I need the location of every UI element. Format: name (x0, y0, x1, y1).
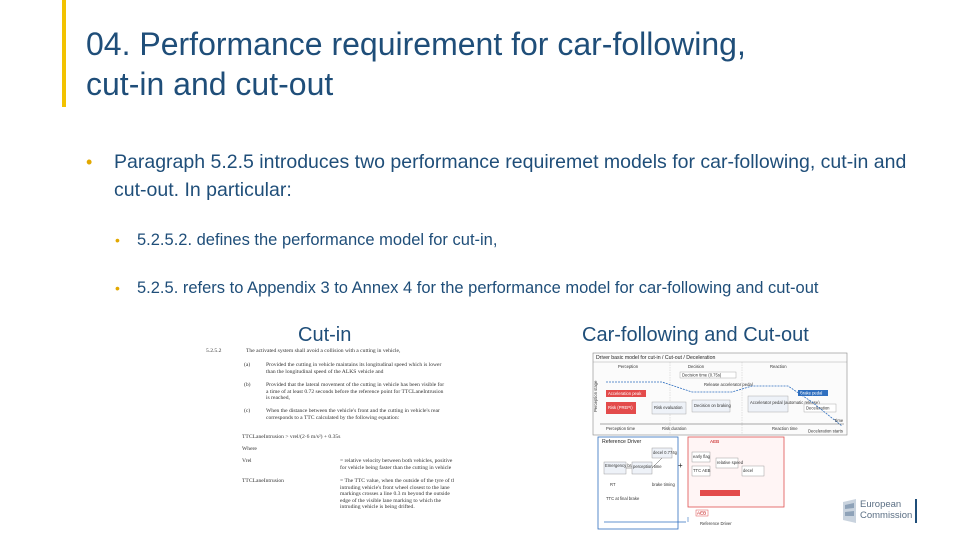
decel-starts-label: Deceleration starts (808, 429, 843, 434)
label-car-following: Car-following and Cut-out (582, 324, 809, 346)
aeb-node-1 (691, 451, 711, 463)
bullet-dot-icon: • (115, 280, 120, 296)
reference-driver-title: Reference Driver (602, 439, 641, 445)
node-perception-text: perception time (633, 464, 662, 469)
box-risk (606, 402, 636, 414)
diagram-header: Driver basic model for cut-in / Cut-out … (596, 355, 715, 361)
box-accelerator (747, 395, 789, 413)
item-text: Provided the cutting in vehicle maintain… (266, 362, 442, 375)
driver-model-svg: Driver basic model for cut-in / Cut-out … (592, 352, 848, 530)
aeb-bar (700, 490, 740, 496)
def-term: Vrel (242, 458, 252, 464)
box-acceleration-peak (606, 390, 646, 397)
item-id: (c) (244, 408, 251, 414)
def-term: TTCLaneIntrusion (242, 478, 284, 484)
aeb-node-4 (741, 465, 765, 477)
ec-logo-divider (915, 499, 917, 523)
title-accent-bar (62, 0, 66, 107)
bullet-dot-icon: • (86, 152, 93, 172)
item-id: (b) (244, 382, 251, 388)
plus-sign: + (678, 461, 683, 470)
aeb-node-2-text: TTC AEB (693, 468, 711, 473)
risk-duration-label: Risk duration (662, 426, 687, 431)
reaction-time-label: Reaction time (772, 426, 798, 431)
driver-model-diagram: Driver basic model for cut-in / Cut-out … (592, 352, 850, 532)
ec-logo-line-2: Commission (860, 510, 913, 521)
bullet-dot-icon: • (115, 232, 120, 248)
european-commission-logo: European Commission (840, 497, 920, 527)
box-deceleration-text: Deceleration (806, 406, 830, 411)
aeb-output (695, 509, 709, 517)
aeb-title: AEB (710, 439, 719, 444)
def-text: = relative velocity between both vehicle… (340, 458, 453, 471)
ec-logo-text: European Commission (860, 499, 912, 521)
main-bullet: • Paragraph 5.2.5 introduces two perform… (86, 148, 914, 204)
ttc-equation: TTCLaneIntrusion > vrel/(2·6 m/s²) + 0.3… (242, 434, 341, 440)
label-cut-in: Cut-in (298, 324, 352, 346)
aeb-node-3 (715, 457, 739, 469)
decision-time-box (679, 371, 737, 379)
main-bullet-text: Paragraph 5.2.5 introduces two performan… (114, 151, 907, 201)
col-decision: Decision (688, 364, 705, 369)
item-c: (c) When the distance between the vehicl… (244, 408, 446, 428)
ref-driver-label: Reference Driver (700, 521, 732, 526)
release-label: Release accelerator pedal (704, 382, 753, 387)
box-accelerator-text: Accelerator pedal (automatic release) (750, 400, 820, 405)
ec-emblem-icon (843, 499, 856, 523)
box-risk-eval (651, 401, 687, 415)
cutin-regulation-excerpt: 5.2.5.2 The activated system shall avoid… (202, 346, 454, 526)
item-text: When the distance between the vehicle's … (266, 408, 440, 421)
velocity-curve (606, 381, 843, 427)
aeb-output-text: AEB (697, 511, 706, 516)
node-rt-text: RT (610, 482, 616, 487)
def-ttc: TTCLaneIntrusion = The TTC value, when t… (242, 478, 454, 524)
y-axis-label: Perception stage (593, 380, 598, 412)
box-risk-text: Risk (PREPI) (608, 405, 633, 410)
def-vrel: Vrel = relative velocity between both ve… (242, 458, 454, 478)
box-decision (691, 399, 731, 413)
node-ttc-text: TTC at final brake (606, 496, 640, 501)
aeb-node-2 (691, 465, 711, 477)
perception-time-label: Perception time (606, 426, 636, 431)
sub-bullet-1: • 5.2.5.2. defines the performance model… (115, 229, 897, 251)
item-text: Provided that the lateral movement of th… (266, 382, 445, 402)
para-intro: The activated system shall avoid a colli… (246, 348, 401, 354)
para-number: 5.2.5.2 (206, 348, 222, 354)
slide-title: 04. Performance requirement for car-foll… (86, 24, 926, 104)
item-b: (b) Provided that the lateral movement o… (244, 382, 446, 402)
ec-logo-line-1: European (860, 499, 902, 510)
box-brake-text: Brake pedal (800, 391, 822, 396)
aeb-node-3-text: relative speed (717, 460, 744, 465)
box-risk-eval-text: Risk evaluation (654, 405, 683, 410)
node-emergency-text: Emergency braking zone (605, 463, 652, 468)
box-acceleration-peak-text: Acceleration peak (608, 391, 642, 396)
title-line-2: cut-in and cut-out (86, 66, 334, 102)
item-a: (a) Provided the cutting in vehicle main… (244, 362, 446, 376)
def-text: = The TTC value, when the outside of the… (340, 478, 454, 511)
where-label: Where (242, 446, 257, 452)
box-decision-text: Decision on braking (694, 403, 731, 408)
title-line-1: 04. Performance requirement for car-foll… (86, 26, 746, 62)
sub-bullet-1-text: 5.2.5.2. defines the performance model f… (137, 231, 498, 249)
aeb-node-1-text: early flag (693, 454, 711, 459)
col-reaction: Reaction (770, 364, 787, 369)
aeb-node-4-text: decel (743, 468, 753, 473)
sub-bullet-2-text: 5.2.5. refers to Appendix 3 to Annex 4 f… (137, 279, 819, 297)
item-id: (a) (244, 362, 251, 368)
decision-time-text: Decision time (0.75s) (682, 373, 722, 378)
box-brake (798, 390, 828, 396)
node-decel-text: decel 0.774g (653, 450, 678, 455)
sub-bullet-2: • 5.2.5. refers to Appendix 3 to Annex 4… (115, 277, 897, 299)
time-axis-label: Time (834, 418, 844, 423)
col-perception: Perception (618, 364, 639, 369)
node-brake-timing-text: brake timing (652, 482, 675, 487)
